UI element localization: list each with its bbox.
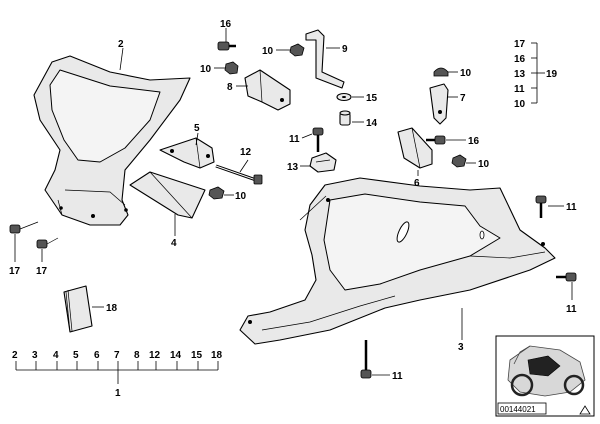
callout-3: 3 bbox=[458, 342, 464, 353]
callout-6: 6 bbox=[414, 178, 420, 189]
group1-item-5: 5 bbox=[73, 350, 79, 361]
group1-item-4: 4 bbox=[53, 350, 59, 361]
nut-10-upper-left[interactable] bbox=[224, 61, 239, 75]
part-18-manual[interactable] bbox=[63, 285, 93, 333]
washer-15[interactable] bbox=[336, 92, 352, 102]
nut-10-right[interactable] bbox=[451, 154, 467, 168]
screw-11-center[interactable] bbox=[312, 127, 324, 152]
callout-2: 2 bbox=[118, 39, 124, 50]
cap-10-right-top[interactable] bbox=[433, 67, 449, 77]
group1-label: 1 bbox=[115, 388, 121, 399]
group1-item-18: 18 bbox=[211, 350, 223, 361]
callout-7: 7 bbox=[460, 93, 466, 104]
callout-16b: 16 bbox=[468, 136, 480, 147]
screw-11-right-upper[interactable] bbox=[535, 195, 547, 218]
callout-18: 18 bbox=[106, 303, 118, 314]
callout-15: 15 bbox=[366, 93, 378, 104]
callout-10c: 10 bbox=[235, 191, 247, 202]
part-7-bracket[interactable] bbox=[429, 83, 449, 125]
callout-10a: 10 bbox=[262, 46, 274, 57]
part-4-plate[interactable] bbox=[129, 171, 206, 219]
screw-11-bottom[interactable] bbox=[360, 340, 372, 379]
screw-16-right[interactable] bbox=[426, 135, 446, 145]
screw-11-right-lower[interactable] bbox=[556, 272, 577, 282]
screw-16-top[interactable] bbox=[217, 41, 236, 51]
group1-item-2: 2 bbox=[12, 350, 18, 361]
group1-item-6: 6 bbox=[94, 350, 100, 361]
callout-11d: 11 bbox=[392, 371, 403, 382]
group-19-legend: 17 16 13 11 10 19 bbox=[514, 39, 558, 110]
bolt-12[interactable] bbox=[215, 164, 263, 185]
nut-10-lower-left[interactable] bbox=[208, 186, 225, 200]
screw-17-right[interactable] bbox=[36, 237, 59, 249]
callout-10b: 10 bbox=[200, 64, 212, 75]
callout-8a: 8 bbox=[227, 82, 233, 93]
part-13-clip[interactable] bbox=[309, 152, 337, 173]
group19-item-16: 16 bbox=[514, 54, 526, 65]
group19-item-13: 13 bbox=[514, 69, 526, 80]
group19-item-11: 11 bbox=[514, 84, 525, 95]
group1-item-15: 15 bbox=[191, 350, 203, 361]
part-3-belly-pan[interactable] bbox=[239, 177, 556, 345]
group-1-legend: 2 3 4 5 6 7 8 12 14 15 18 1 bbox=[12, 350, 223, 399]
callout-16a: 16 bbox=[220, 19, 232, 30]
callout-17a: 17 bbox=[9, 266, 21, 277]
part-9-bracket[interactable] bbox=[305, 29, 345, 89]
callout-12: 12 bbox=[240, 147, 252, 158]
callout-4: 4 bbox=[171, 238, 177, 249]
motorcycle-thumbnail[interactable]: 00144021 bbox=[495, 335, 595, 417]
group19-item-17: 17 bbox=[514, 39, 526, 50]
callout-10e: 10 bbox=[478, 159, 490, 170]
part-6-bracket-right[interactable] bbox=[397, 127, 433, 169]
thumbnail-code: 00144021 bbox=[500, 405, 536, 414]
callout-13: 13 bbox=[287, 162, 299, 173]
callout-11b: 11 bbox=[566, 202, 577, 213]
callout-5: 5 bbox=[194, 123, 200, 134]
warning-triangle-icon bbox=[579, 405, 591, 415]
nut-10-top-center[interactable] bbox=[289, 43, 305, 57]
group1-item-14: 14 bbox=[170, 350, 182, 361]
group1-item-7: 7 bbox=[114, 350, 120, 361]
screw-17-left[interactable] bbox=[9, 221, 39, 234]
group19-label: 19 bbox=[546, 69, 558, 80]
group19-item-10: 10 bbox=[514, 99, 526, 110]
callout-11c: 11 bbox=[566, 304, 577, 315]
callout-17b: 17 bbox=[36, 266, 48, 277]
part-5-bracket[interactable] bbox=[159, 137, 215, 169]
group1-item-8: 8 bbox=[134, 350, 140, 361]
spacer-14[interactable] bbox=[339, 110, 351, 126]
callout-9: 9 bbox=[342, 44, 348, 55]
group1-item-12: 12 bbox=[149, 350, 161, 361]
group1-item-3: 3 bbox=[32, 350, 38, 361]
callout-11a: 11 bbox=[289, 134, 300, 145]
part-8-bracket-left[interactable] bbox=[244, 69, 291, 111]
callout-10d: 10 bbox=[460, 68, 472, 79]
callout-14: 14 bbox=[366, 118, 378, 129]
part-2-inner-panel[interactable] bbox=[33, 55, 191, 226]
